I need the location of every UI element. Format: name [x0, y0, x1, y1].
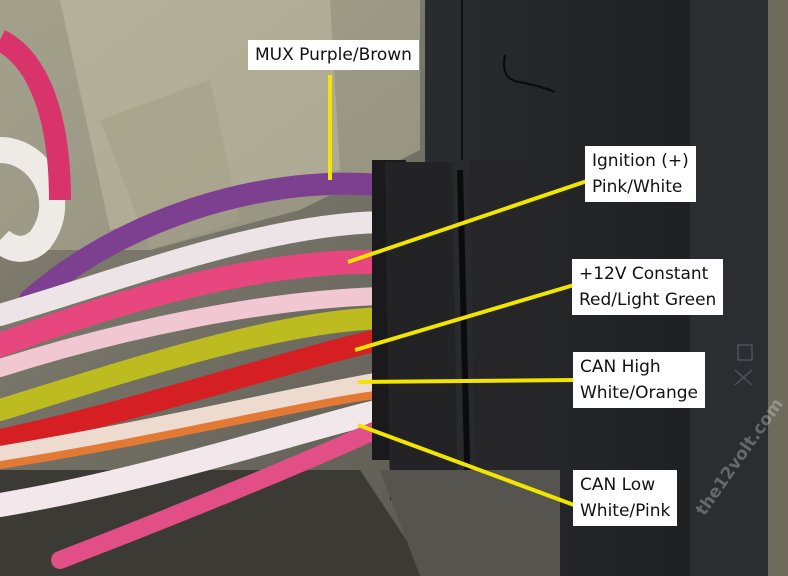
- wire-white-pink-1: [0, 211, 391, 326]
- callout-line-can-high: [357, 378, 575, 384]
- label-constant-title: +12V Constant: [579, 264, 709, 284]
- label-can-high-title: CAN High: [580, 357, 661, 377]
- wiring-photo: [0, 0, 768, 576]
- wire-purple: [19, 172, 391, 311]
- wire-pink-lower: [51, 421, 385, 569]
- wire-light-pink: [0, 287, 389, 377]
- label-can-high-wire: CAN High White/Orange: [573, 352, 705, 408]
- label-constant-wire: +12V Constant Red/Light Green: [572, 259, 724, 315]
- marker-scribble: [503, 54, 556, 93]
- label-can-low-title: CAN Low: [580, 475, 656, 495]
- wire-white-pink-2: [0, 400, 388, 517]
- label-mux-text: MUX Purple/Brown: [255, 45, 412, 65]
- label-can-low-color: White/Pink: [580, 501, 671, 521]
- callout-line-can-low: [357, 423, 575, 507]
- label-can-low-wire: CAN Low White/Pink: [573, 470, 678, 526]
- label-can-high-color: White/Orange: [580, 383, 698, 403]
- label-ignition-wire: Ignition (+) Pink/White: [585, 146, 696, 202]
- module-marking: [734, 344, 753, 386]
- label-ignition-color: Pink/White: [592, 177, 683, 197]
- wire-yellow: [0, 307, 396, 421]
- wire-loop-white: [0, 137, 66, 262]
- label-mux-wire: MUX Purple/Brown: [248, 40, 419, 70]
- connector-plug-2: [470, 160, 540, 505]
- wire-orange-stripe: [0, 391, 379, 469]
- label-ignition-title: Ignition (+): [592, 151, 689, 171]
- callout-line-ignition: [347, 178, 591, 264]
- wire-loop-pink: [0, 30, 71, 201]
- connector-base: [380, 470, 560, 576]
- wire-pink: [0, 249, 392, 357]
- wire-white-orange: [0, 373, 384, 464]
- wire-red: [0, 329, 389, 451]
- label-constant-color: Red/Light Green: [579, 290, 717, 310]
- callout-line-constant: [354, 283, 575, 352]
